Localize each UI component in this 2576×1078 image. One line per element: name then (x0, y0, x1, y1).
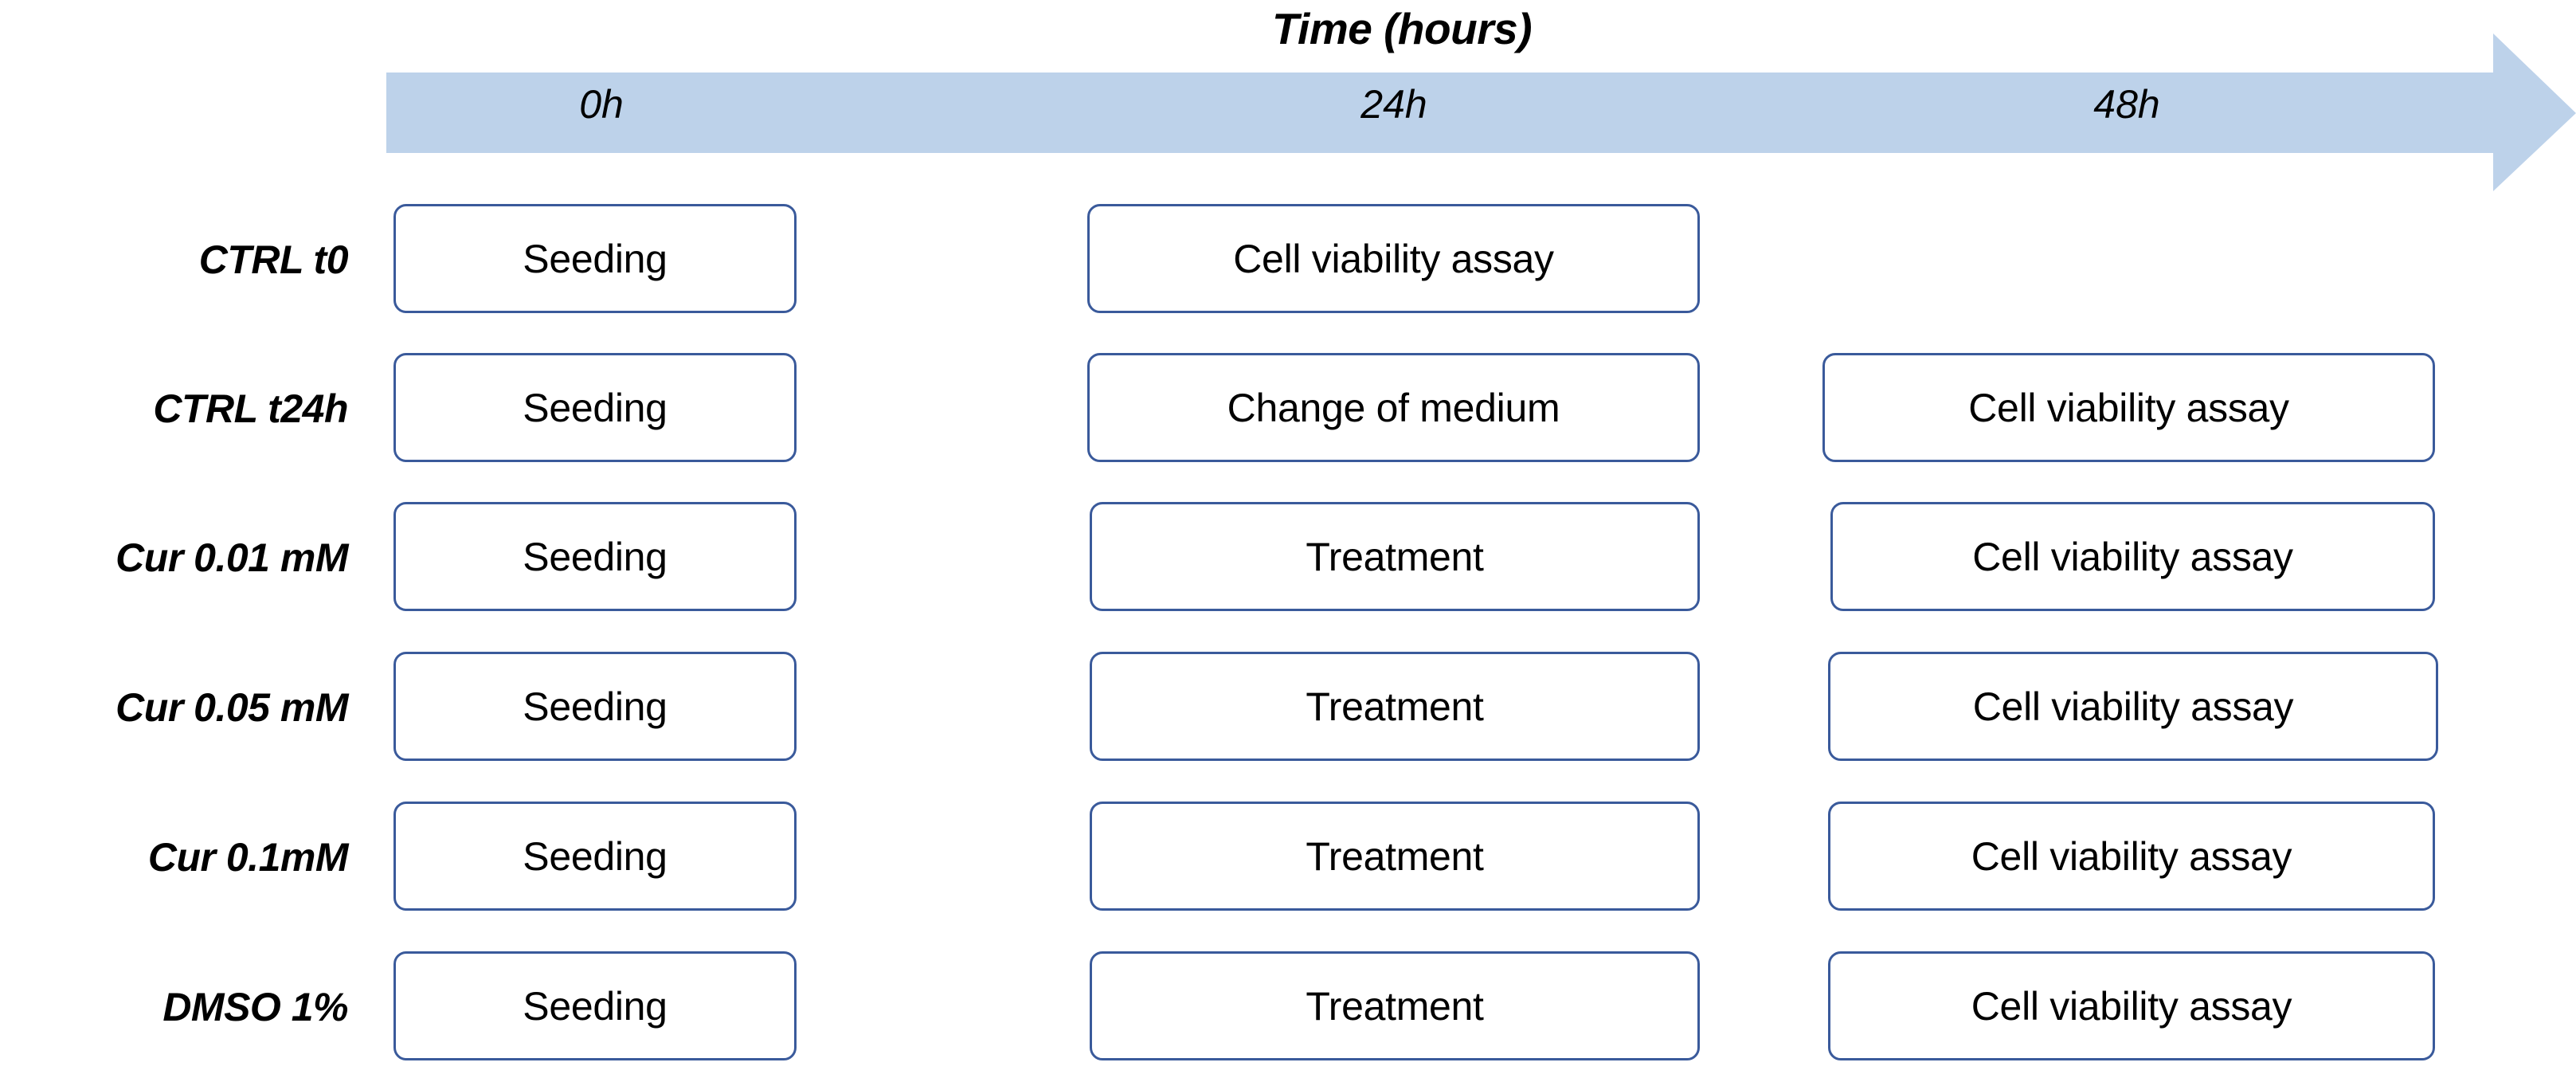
timeline-row: CTRL t0 Seeding Cell viability assay (0, 204, 2576, 316)
step-box-cur-001mm-48h: Cell viability assay (1830, 502, 2435, 611)
row-label-cur-001mm: Cur 0.01 mM (115, 535, 348, 580)
step-box-ctrl-t24h-24h: Change of medium (1087, 353, 1700, 462)
step-box-ctrl-t0-24h: Cell viability assay (1087, 204, 1700, 313)
row-label-ctrl-t0: CTRL t0 (198, 237, 349, 282)
timeline-row: DMSO 1% Seeding Treatment Cell viability… (0, 951, 2576, 1063)
step-box-ctrl-t24h-48h: Cell viability assay (1822, 353, 2435, 462)
step-box-cur-005mm-48h: Cell viability assay (1828, 652, 2438, 761)
timeline-tick-24h: 24h (1360, 82, 1427, 127)
step-box-cur-01mm-0h: Seeding (393, 802, 797, 911)
row-label-cur-005mm: Cur 0.05 mM (115, 685, 348, 730)
timeline-arrow-shape (386, 33, 2576, 191)
step-box-cur-005mm-24h: Treatment (1090, 652, 1700, 761)
row-label-ctrl-t24h: CTRL t24h (153, 386, 348, 431)
timeline-row: Cur 0.05 mM Seeding Treatment Cell viabi… (0, 652, 2576, 763)
step-box-dmso-1pct-48h: Cell viability assay (1828, 951, 2435, 1060)
step-box-ctrl-t24h-0h: Seeding (393, 353, 797, 462)
timeline-row: CTRL t24h Seeding Change of medium Cell … (0, 353, 2576, 465)
step-box-cur-005mm-0h: Seeding (393, 652, 797, 761)
step-box-ctrl-t0-0h: Seeding (393, 204, 797, 313)
step-box-dmso-1pct-24h: Treatment (1090, 951, 1700, 1060)
row-label-cur-01mm: Cur 0.1mM (147, 835, 349, 880)
timeline-arrow (386, 30, 2576, 194)
step-box-cur-01mm-48h: Cell viability assay (1828, 802, 2435, 911)
timeline-row: Cur 0.01 mM Seeding Treatment Cell viabi… (0, 502, 2576, 613)
timeline-row: Cur 0.1mM Seeding Treatment Cell viabili… (0, 802, 2576, 913)
row-label-dmso-1pct: DMSO 1% (162, 985, 348, 1029)
timeline-tick-48h: 48h (2093, 82, 2160, 127)
timeline-tick-0h: 0h (579, 82, 624, 127)
step-box-cur-01mm-24h: Treatment (1090, 802, 1700, 911)
step-box-dmso-1pct-0h: Seeding (393, 951, 797, 1060)
timeline-title: Time (hours) (1271, 4, 1533, 53)
step-box-cur-001mm-24h: Treatment (1090, 502, 1700, 611)
step-box-cur-001mm-0h: Seeding (393, 502, 797, 611)
